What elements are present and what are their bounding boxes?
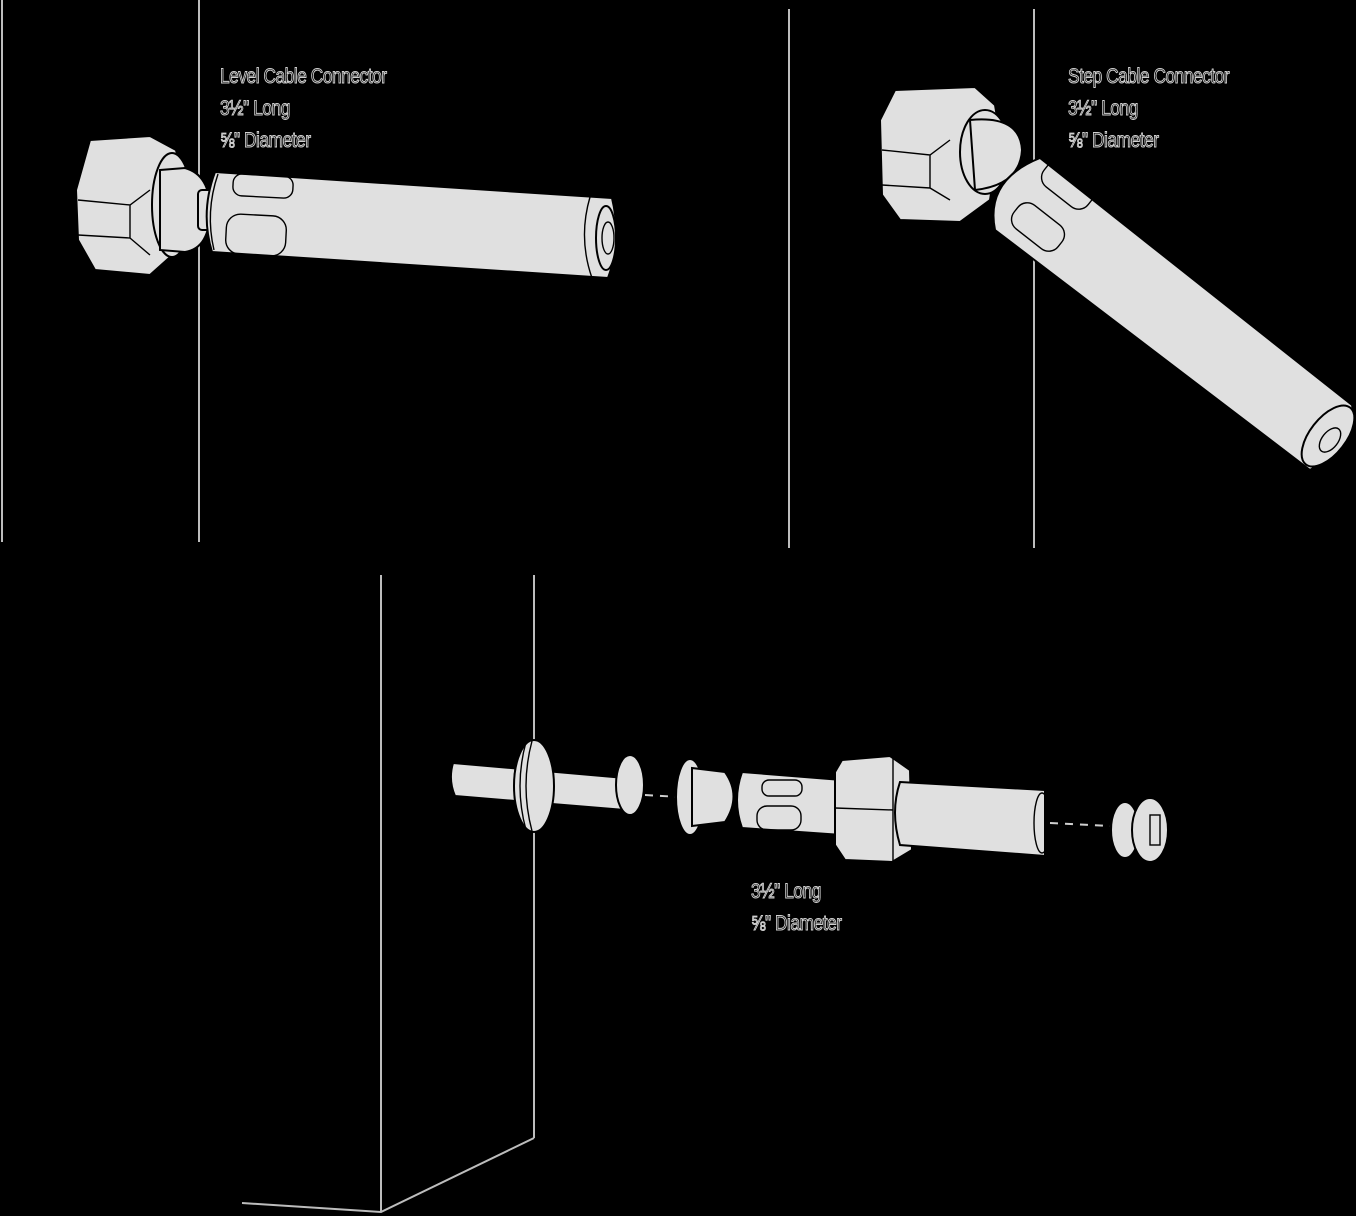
level-connector-panel [1,0,618,542]
label-length: 3½" Long [751,880,822,904]
exploded-view-label: 3½" Long ⅝" Diameter [751,876,843,940]
step-connector-panel [788,9,1356,548]
label-diameter: ⅝" Diameter [751,912,843,936]
label-diameter: ⅝" Diameter [220,129,312,153]
exploded-connector-illustration [449,739,1169,864]
label-diameter: ⅝" Diameter [1068,129,1160,153]
assembly-guide-line [1049,822,1111,827]
exploded-view-panel [241,575,1169,1214]
label-title: Step Cable Connector [1068,65,1230,89]
barrel-end-cap [595,205,617,271]
post-base [241,1137,535,1214]
level-connector-label: Level Cable Connector 3½" Long ⅝" Diamet… [220,61,388,157]
label-length: 3½" Long [220,97,291,121]
connector-barrel [205,170,618,280]
connector-barrel [992,156,1355,472]
ball-joint [968,118,1024,192]
button-head [615,754,645,816]
tube [894,780,1046,858]
level-connector-illustration [74,134,618,280]
assembly-guide-line [644,794,681,798]
step-connector-label: Step Cable Connector 3½" Long ⅝" Diamete… [1068,61,1230,157]
barrel-end-cap [1300,404,1356,468]
label-title: Level Cable Connector [220,65,388,89]
socket-ball [691,766,735,828]
step-connector-illustration [878,85,1356,472]
label-length: 3½" Long [1068,97,1139,121]
connector-barrel [736,770,843,837]
